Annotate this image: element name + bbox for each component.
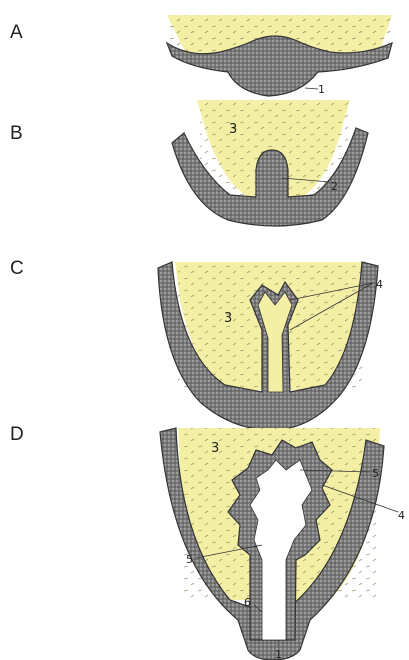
panel-d-label-5-bottom: 5 bbox=[186, 553, 193, 566]
panel-d-label-4: 4 bbox=[398, 509, 405, 522]
panel-b-label-2: 2 bbox=[331, 180, 338, 193]
panel-d-label-5-top: 5 bbox=[372, 467, 379, 480]
panel-c-label-4: 4 bbox=[376, 278, 383, 291]
panel-a-label-1: 1 bbox=[318, 83, 325, 96]
panel-d-label-1: 1 bbox=[275, 648, 282, 660]
panel-a-diagram: 1 bbox=[167, 15, 392, 96]
panel-c-label-3: 3 bbox=[224, 311, 232, 326]
panel-b-label-3: 3 bbox=[229, 122, 237, 137]
panel-d-label-6: 6 bbox=[244, 596, 251, 609]
panel-b-diagram: 3 2 bbox=[172, 100, 368, 226]
panel-c-diagram: 3 4 bbox=[158, 262, 383, 430]
panel-d-label-3: 3 bbox=[211, 441, 219, 456]
panel-d-diagram: 3 5 4 5 6 1 bbox=[160, 428, 405, 660]
